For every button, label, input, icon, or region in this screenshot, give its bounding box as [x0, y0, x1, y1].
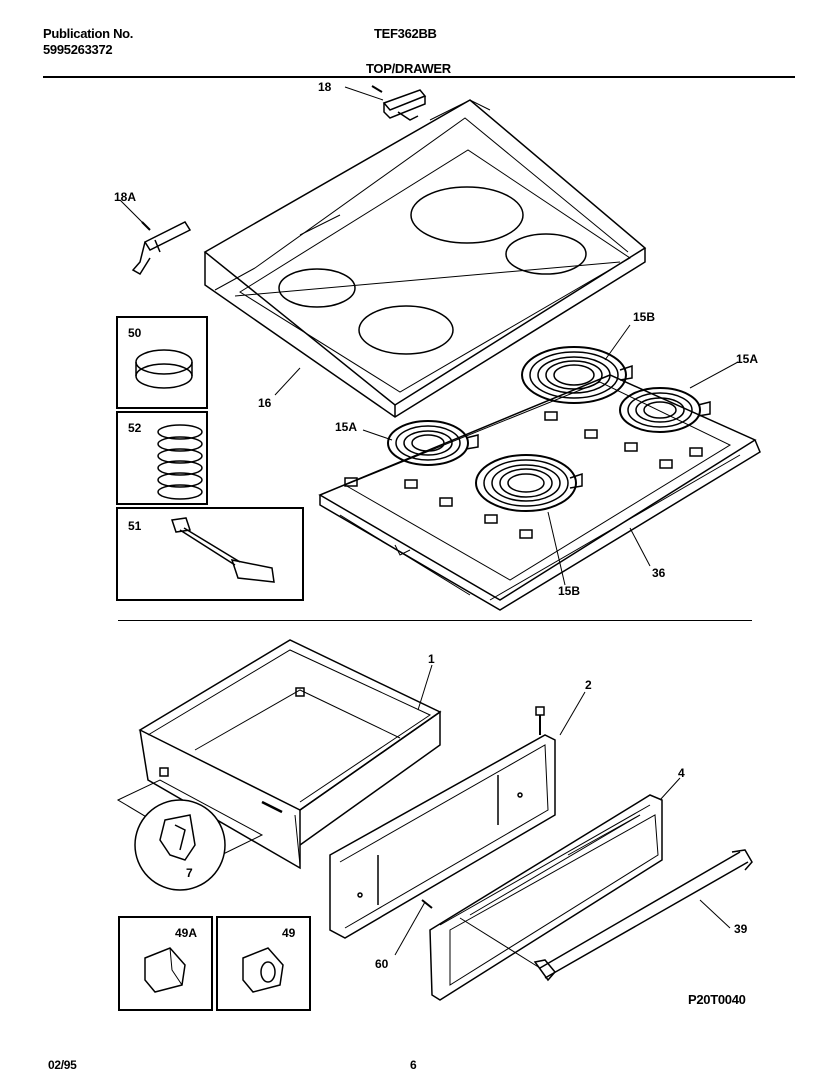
footer-page-number: 6 — [410, 1058, 417, 1072]
small-front-burner-mark — [279, 269, 355, 307]
small-rear-burner-mark — [506, 234, 586, 274]
callout-4: 4 — [678, 766, 685, 780]
coil-element-15b-rear — [522, 347, 632, 403]
callout-2: 2 — [585, 678, 592, 692]
spring-52-art — [158, 425, 202, 499]
cooktop-panel — [205, 100, 645, 417]
coil-element-15a-left — [388, 421, 478, 465]
callout-39: 39 — [734, 922, 748, 936]
inset-label-50: 50 — [128, 326, 142, 340]
coil-element-15a-right — [620, 388, 710, 432]
diagram-code: P20T0040 — [688, 992, 746, 1007]
section-title: TOP/DRAWER — [366, 61, 451, 76]
inset-label-49: 49 — [282, 926, 296, 940]
inset-box-49a: 49A — [118, 916, 213, 1011]
callout-60: 60 — [375, 957, 389, 971]
inset-box-49: 49 — [216, 916, 311, 1011]
callout-16: 16 — [258, 396, 272, 410]
inset-label-52: 52 — [128, 421, 142, 435]
model-number: TEF362BB — [374, 26, 437, 41]
bracket-18 — [345, 86, 425, 120]
callout-15b-top: 15B — [633, 310, 656, 324]
ring-50-art — [136, 350, 192, 388]
large-front-burner-mark — [359, 306, 453, 354]
callout-7: 7 — [186, 866, 193, 880]
header-rule — [43, 76, 795, 78]
section-divider — [118, 620, 752, 621]
knob-49a-art — [145, 948, 185, 992]
inset-box-52: 52 — [116, 411, 208, 505]
inset-box-50: 50 — [116, 316, 208, 409]
callout-18: 18 — [318, 80, 332, 94]
publication-number: 5995263372 — [43, 42, 113, 57]
footer-date: 02/95 — [48, 1058, 77, 1072]
coil-element-15b-front — [476, 455, 582, 511]
callout-36: 36 — [652, 566, 666, 580]
drawer-panel-2 — [330, 707, 555, 938]
publication-label: Publication No. — [43, 26, 134, 41]
callout-15a-right: 15A — [736, 352, 759, 366]
callout-15a-left: 15A — [335, 420, 358, 434]
callout-1: 1 — [428, 652, 435, 666]
drawer-body — [140, 640, 440, 868]
drawer-handle-39 — [460, 850, 752, 980]
burner-support-tray — [320, 375, 760, 610]
wire-harness-51-art — [172, 518, 274, 582]
callout-15b-bottom: 15B — [558, 584, 581, 598]
knob-49-art — [243, 948, 283, 992]
callout-18a: 18A — [114, 190, 137, 204]
inset-label-49a: 49A — [175, 926, 198, 940]
inset-box-51: 51 — [116, 507, 304, 601]
drawer-front-4 — [430, 795, 662, 1000]
large-rear-burner-mark — [411, 187, 523, 243]
bracket-18a — [120, 200, 190, 274]
drawer-roller-detail — [118, 780, 262, 890]
inset-label-51: 51 — [128, 519, 142, 533]
